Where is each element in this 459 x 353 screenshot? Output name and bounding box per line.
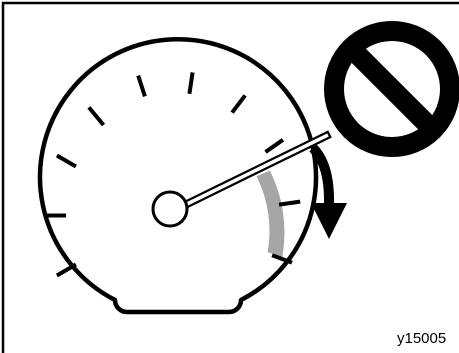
needle-hub — [153, 192, 187, 226]
figure-border — [3, 3, 459, 353]
speedometer-icon — [40, 39, 330, 312]
arrow-head — [311, 203, 347, 239]
prohibition-slash — [349, 46, 435, 132]
dial-outline — [40, 39, 316, 312]
redline-zone — [257, 171, 285, 257]
figure-code: y15005 — [397, 330, 446, 347]
prohibition-icon — [334, 31, 450, 147]
needle-core — [185, 135, 328, 205]
